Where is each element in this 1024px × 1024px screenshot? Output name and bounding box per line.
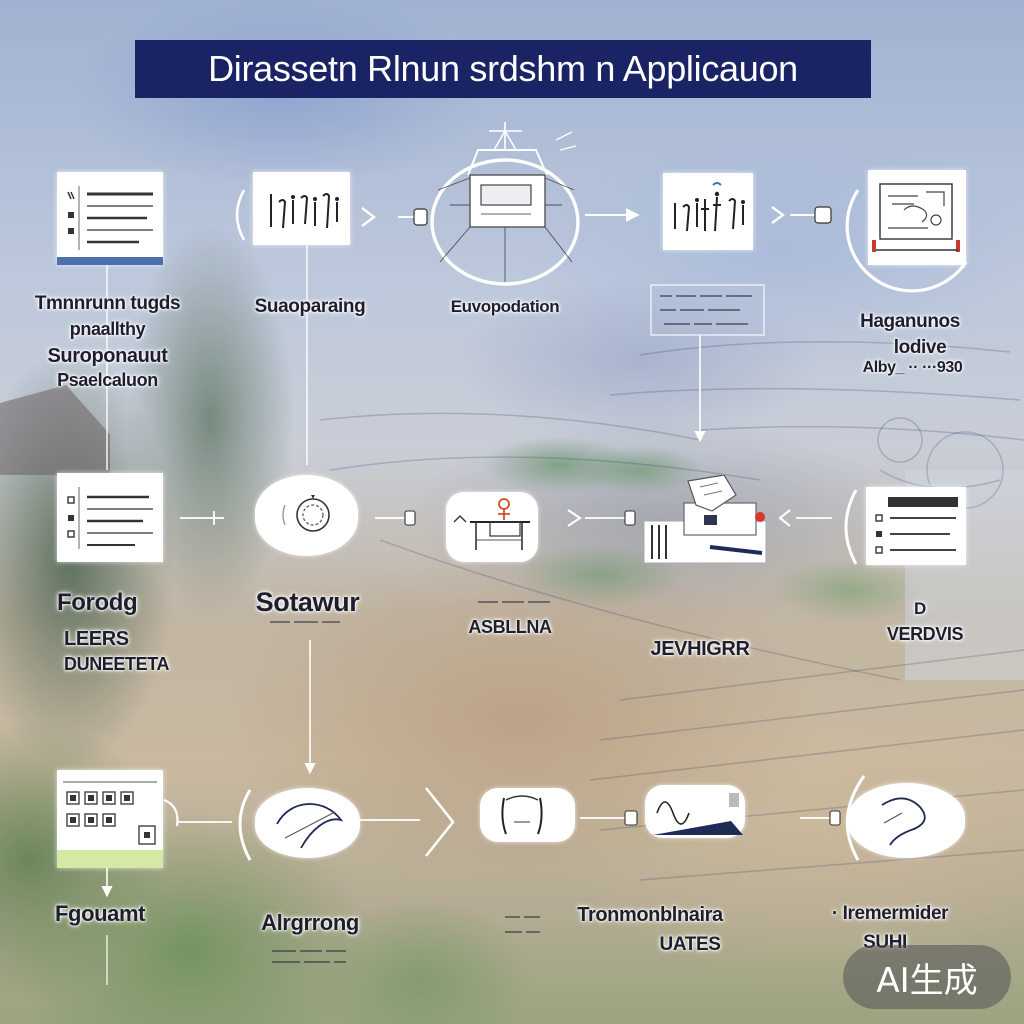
dashboard-grid-icon xyxy=(57,770,163,868)
node-r1c5 xyxy=(868,170,966,265)
label-r3c2: Alrgrrong xyxy=(240,912,380,934)
node-r3c3 xyxy=(480,788,575,842)
label-r1c3: Euvopodation xyxy=(440,298,570,315)
arc-r2c5 xyxy=(846,490,856,564)
label-r3c5-line1: · Iremermider xyxy=(810,904,970,923)
label-r3c1: Fgouamt xyxy=(55,903,145,925)
node-r3c5 xyxy=(848,783,965,858)
label-r1c2: Suaoparaing xyxy=(235,297,385,316)
node-r3c2 xyxy=(255,788,360,858)
glyph-chart-icon xyxy=(253,172,350,245)
leaf-curve-icon xyxy=(255,788,360,858)
ai-generated-watermark: AI生成 xyxy=(843,945,1011,1009)
hook-r3c1-right xyxy=(164,800,177,826)
node-r1c1 xyxy=(57,172,163,265)
label-r1c5-line2: lodive xyxy=(845,338,995,357)
chevron-r2c3-right xyxy=(568,510,580,526)
node-r2c2 xyxy=(255,475,358,556)
node-r1c2 xyxy=(253,172,350,245)
illegible-caption-box xyxy=(651,285,764,335)
label-r2c1-line2: LEERS xyxy=(64,629,129,649)
label-r1c5-line1: Haganunos xyxy=(830,312,990,331)
node-r3c1 xyxy=(57,770,163,868)
workstation-icon xyxy=(446,492,538,562)
container-icon xyxy=(480,788,575,842)
node-r2c1 xyxy=(57,473,163,562)
node-r3c4 xyxy=(645,785,745,838)
label-r3c3-line1: Tronmonblnaira xyxy=(545,905,755,925)
blueprint-frame-icon xyxy=(868,170,966,265)
label-r1c1-line4: Psaelcaluon xyxy=(20,371,195,389)
chevron-r3c3-left xyxy=(426,788,453,856)
framed-monitor-icon xyxy=(432,122,578,284)
document-list-icon xyxy=(57,473,163,562)
label-r2c1-line1: Forodg xyxy=(57,591,137,615)
label-r2c4: JEVHIGRR xyxy=(645,639,755,659)
illegible-caption-marks xyxy=(270,602,550,962)
plug-r3c4 xyxy=(625,811,637,825)
plug-r1c3 xyxy=(414,209,427,225)
label-r1c1-line2: pnaallthy xyxy=(20,320,195,338)
document-list-icon xyxy=(866,487,966,565)
chevron-r1c4-right xyxy=(772,207,783,223)
label-r1c5-line3: Alby_ ·· ···930 xyxy=(830,360,995,376)
label-r2c5-line1: D xyxy=(900,600,940,617)
wave-chart-icon xyxy=(645,785,745,838)
label-r2c3: ASBLLNA xyxy=(455,618,565,636)
plug-r2c4 xyxy=(625,511,635,525)
label-r1c1-line1: Tmnnrunn tugds xyxy=(20,294,195,313)
plug-r1c5 xyxy=(815,207,831,223)
node-r1c4 xyxy=(663,173,753,250)
label-r1c1-line3: Suroponauut xyxy=(20,346,195,366)
node-r2c3 xyxy=(446,492,538,562)
target-circle-icon xyxy=(255,475,358,556)
curve-loop-icon xyxy=(848,783,965,858)
chevron-r2c5-left xyxy=(780,510,790,526)
node-r2c4 xyxy=(640,475,770,567)
label-r2c5-line2: VERDVIS xyxy=(870,625,980,643)
plug-r2c3 xyxy=(405,511,415,525)
label-r3c3-line2: UATES xyxy=(640,935,740,954)
watermark-text: AI生成 xyxy=(876,953,977,1002)
machine-icon xyxy=(640,475,770,567)
label-r2c1-line3: DUNEETETA xyxy=(64,655,169,673)
bracket-r1c2-left xyxy=(237,190,244,240)
plug-r3c5 xyxy=(830,811,840,825)
figures-chart-icon xyxy=(663,173,753,250)
document-list-icon xyxy=(57,172,163,265)
label-r2c2: Sotawur xyxy=(240,589,375,616)
chevron-r1c2-right xyxy=(362,208,374,226)
node-r2c5 xyxy=(866,487,966,565)
arrow-r2c1-r2c2 xyxy=(180,511,224,525)
bracket-r3c2-left xyxy=(240,790,250,860)
